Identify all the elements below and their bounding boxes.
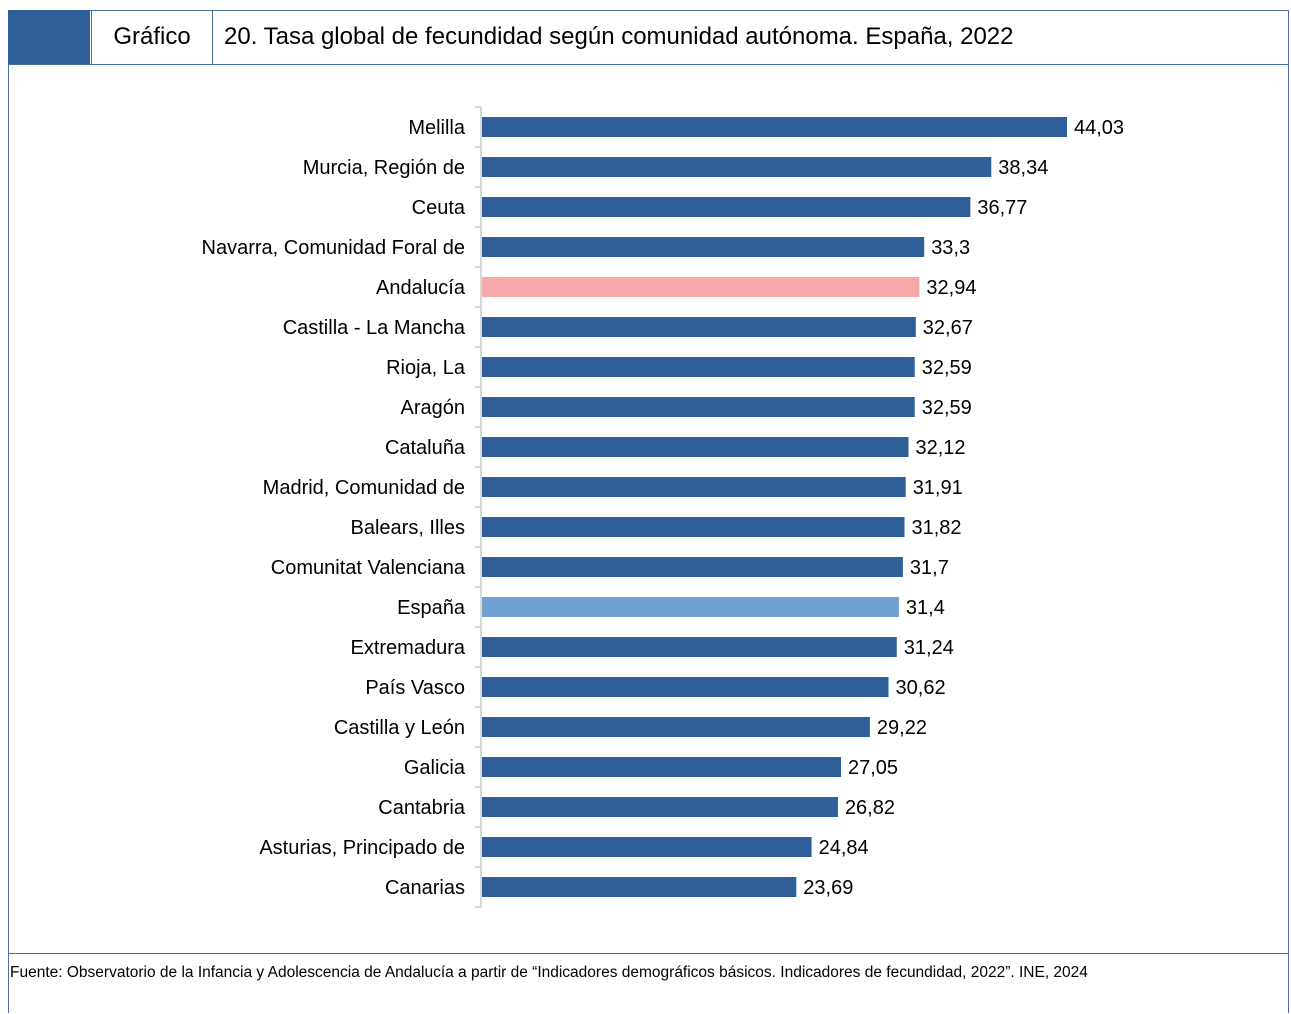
category-label: Madrid, Comunidad de: [263, 477, 465, 499]
value-label: 24,84: [819, 837, 869, 859]
bar: [482, 357, 915, 377]
value-label: 32,59: [922, 357, 972, 379]
category-label: Asturias, Principado de: [259, 837, 465, 859]
bar: [482, 397, 915, 417]
value-label: 33,3: [931, 237, 970, 259]
value-label: 44,03: [1074, 117, 1124, 139]
bar: [482, 877, 797, 897]
value-label: 23,69: [803, 877, 853, 899]
category-label: Ceuta: [412, 197, 466, 219]
value-label: 31,91: [913, 477, 963, 499]
value-label: 31,24: [904, 637, 954, 659]
bar: [482, 197, 971, 217]
value-label: 31,7: [910, 557, 949, 579]
chart-header: Gráfico 20. Tasa global de fecundidad se…: [8, 10, 1289, 65]
category-label: Rioja, La: [386, 357, 466, 379]
value-label: 32,59: [922, 397, 972, 419]
bar: [482, 757, 842, 777]
chart-title: 20. Tasa global de fecundidad según comu…: [224, 23, 1014, 50]
category-label: Comunitat Valenciana: [271, 557, 466, 579]
category-label: Canarias: [385, 877, 465, 899]
category-label: País Vasco: [365, 677, 465, 699]
bar: [482, 437, 909, 457]
category-label: Castilla y León: [334, 717, 465, 739]
value-label: 32,67: [923, 317, 973, 339]
value-label: 26,82: [845, 797, 895, 819]
bar: [482, 597, 899, 617]
bar: [482, 157, 992, 177]
category-label: Cantabria: [378, 797, 466, 819]
value-label: 32,12: [915, 437, 965, 459]
category-label: Melilla: [408, 117, 466, 139]
chart-frame: [8, 10, 1289, 1013]
value-label: 30,62: [896, 677, 946, 699]
bar: [482, 317, 916, 337]
value-label: 36,77: [977, 197, 1027, 219]
value-label: 38,34: [998, 157, 1048, 179]
category-label: Extremadura: [351, 637, 466, 659]
bar: [482, 677, 889, 697]
header-color-block: [8, 10, 90, 64]
category-label: Castilla - La Mancha: [283, 317, 466, 339]
category-label: Aragón: [401, 397, 466, 419]
value-label: 27,05: [848, 757, 898, 779]
category-label: Navarra, Comunidad Foral de: [202, 237, 465, 259]
bar: [482, 557, 903, 577]
category-label: Andalucía: [376, 277, 466, 299]
source-note: Fuente: Observatorio de la Infancia y Ad…: [10, 964, 1088, 981]
bar: [482, 477, 906, 497]
value-label: 31,4: [906, 597, 945, 619]
bar: [482, 797, 838, 817]
header-label: Gráfico: [91, 10, 213, 64]
value-label: 32,94: [926, 277, 976, 299]
bar: [482, 837, 812, 857]
value-label: 29,22: [877, 717, 927, 739]
category-label: Galicia: [404, 757, 466, 779]
bar: [482, 637, 897, 657]
bar: [482, 117, 1067, 137]
bar: [482, 237, 925, 257]
category-label: Cataluña: [385, 437, 466, 459]
bar: [482, 717, 870, 737]
category-label: Murcia, Región de: [303, 157, 465, 179]
footer-divider: [8, 953, 1289, 954]
value-label: 31,82: [911, 517, 961, 539]
category-label: España: [397, 597, 466, 619]
category-label: Balears, Illes: [351, 517, 466, 539]
bar: [482, 517, 905, 537]
bar: [482, 277, 920, 297]
